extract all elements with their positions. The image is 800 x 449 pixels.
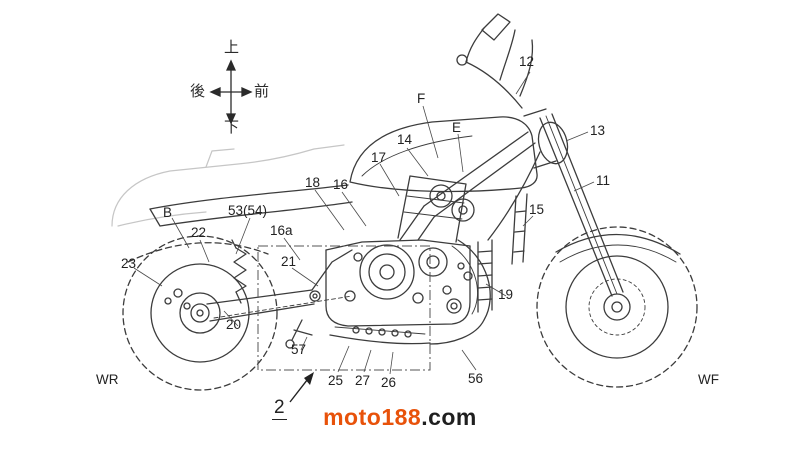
leader-lines — [133, 71, 595, 375]
part-label-20: 20 — [226, 317, 242, 332]
frame — [311, 131, 541, 291]
part-label-21: 21 — [281, 254, 297, 269]
part-label-16: 16 — [333, 177, 349, 192]
part-label-11: 11 — [596, 173, 611, 188]
part-label-22: 22 — [191, 225, 207, 240]
part-label-WF: WF — [698, 372, 719, 387]
rear-wheel — [122, 235, 278, 391]
rear-fender — [127, 242, 269, 263]
front-fork — [523, 108, 624, 297]
part-label-18: 18 — [305, 175, 321, 190]
part-label-17: 17 — [371, 150, 387, 165]
exhaust — [429, 239, 491, 345]
part-label-26: 26 — [381, 375, 397, 390]
part-label-B: B — [163, 205, 173, 220]
part-label-F: F — [417, 91, 426, 106]
part-label-57: 57 — [291, 342, 307, 357]
part-label-23: 23 — [121, 256, 137, 271]
part-label-16a: 16a — [270, 223, 293, 238]
part-label-5354: 53(54) — [228, 203, 268, 218]
compass-rear-label: 後 — [190, 83, 206, 100]
part-label-2: 2 — [272, 397, 287, 420]
watermark-brand: moto188 — [323, 404, 422, 430]
ghost-bodywork — [111, 144, 345, 227]
part-label-19: 19 — [498, 287, 514, 302]
swingarm — [206, 289, 353, 322]
front-fender — [555, 233, 681, 263]
part-label-12: 12 — [519, 54, 535, 69]
part-label-56: 56 — [468, 371, 484, 386]
side-stand — [285, 319, 313, 349]
watermark: moto188.com — [323, 404, 477, 431]
part-label-14: 14 — [397, 132, 413, 147]
seat — [149, 184, 353, 227]
detail-boundary-box — [257, 245, 431, 371]
canister — [457, 239, 493, 313]
watermark-suffix: .com — [421, 404, 477, 430]
figure-number-arrow — [289, 372, 314, 403]
compass-front-label: 前 — [254, 83, 270, 100]
compass-down-label: 下 — [224, 119, 240, 136]
part-label-13: 13 — [590, 123, 606, 138]
part-label-27: 27 — [355, 373, 371, 388]
part-label-25: 25 — [328, 373, 344, 388]
part-label-E: E — [452, 120, 462, 135]
handlebar — [456, 13, 534, 109]
frame-stay — [511, 193, 528, 265]
front-wheel — [536, 226, 698, 388]
part-label-15: 15 — [529, 202, 545, 217]
rear-shock — [231, 239, 247, 304]
compass-up-label: 上 — [224, 39, 240, 56]
part-label-WR: WR — [96, 372, 119, 387]
compass-cross — [209, 59, 253, 125]
engine — [325, 175, 475, 345]
